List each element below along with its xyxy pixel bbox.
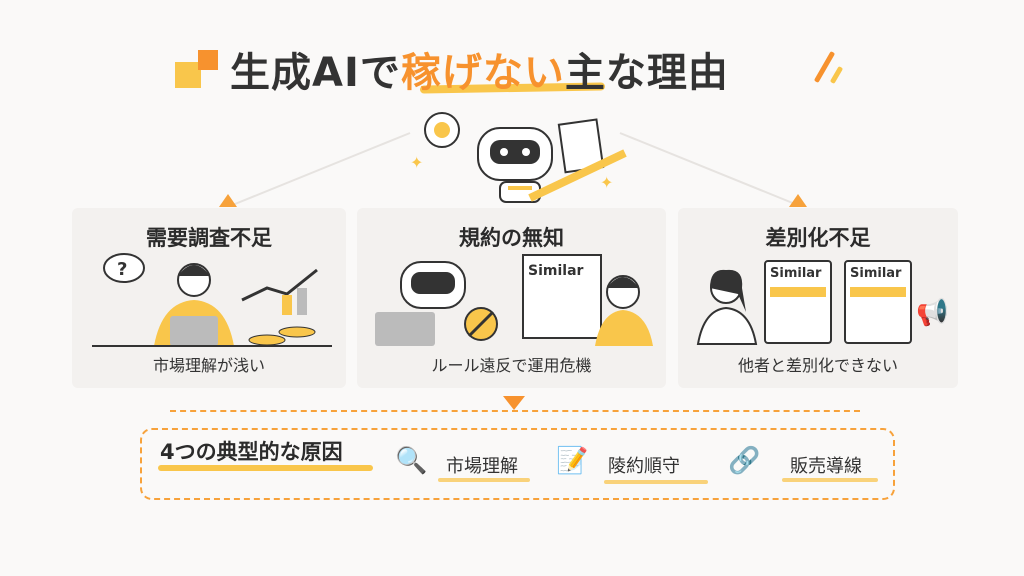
similar-document: Similar — [522, 254, 602, 339]
divider — [170, 410, 860, 412]
card-heading: 差別化不足 — [765, 226, 871, 250]
similar-label: Similar — [770, 266, 822, 281]
card-demand-research: 需要調査不足 ? 市場理解が浅い — [72, 208, 346, 388]
woman-illustration — [696, 269, 758, 345]
similar-card: Similar — [764, 260, 832, 344]
summary-item-label: 陵約順守 — [608, 456, 680, 477]
robot-illustration: ✦✦ — [410, 112, 627, 203]
similar-card: Similar — [844, 260, 912, 344]
magnifier-icon: 🔍 — [395, 446, 428, 476]
summary-box — [140, 428, 895, 500]
item-underline — [438, 478, 530, 482]
card-differentiation: 差別化不足 Similar Similar 📢 他者と差別化できない — [678, 208, 958, 388]
person-thinking-illustration — [595, 275, 653, 346]
card-caption: 市場理解が浅い — [152, 356, 265, 375]
similar-label: Similar — [850, 266, 902, 281]
page-title: 生成AIで稼げない主な理由 — [230, 50, 729, 96]
summary-item-label: 市場理解 — [446, 456, 518, 477]
arrow-up-icon — [789, 194, 807, 207]
deco-square — [198, 50, 218, 70]
megaphone-icon: 📢 — [916, 298, 949, 328]
robot-laptop-illustration — [375, 261, 498, 346]
arrow-down-icon — [503, 396, 525, 410]
svg-text:✦: ✦ — [410, 153, 423, 172]
card-heading: 規約の無知 — [459, 226, 564, 250]
connector-lines — [229, 132, 801, 207]
similar-label: Similar — [528, 263, 584, 279]
item-underline — [782, 478, 878, 482]
card-caption: 他者と差別化できない — [737, 356, 898, 375]
deco-square — [175, 62, 201, 88]
svg-text:?: ? — [117, 259, 127, 280]
summary-item-label: 販売導線 — [790, 456, 862, 477]
card-terms-ignorance: 規約の無知 Similar ルール遠反で運用危機 — [357, 208, 666, 388]
svg-text:✦: ✦ — [600, 173, 613, 192]
card-heading: 需要調査不足 — [146, 226, 272, 250]
card-caption: ルール遠反で運用危機 — [431, 356, 592, 375]
summary-title: 4つの典型的な原因 — [160, 440, 343, 464]
chain-link-icon: 🔗 — [728, 446, 761, 476]
summary-title-underline — [158, 465, 373, 471]
person-laptop-illustration: ? — [92, 253, 332, 347]
deco-slash — [829, 65, 844, 85]
item-underline — [604, 480, 708, 484]
document-pencil-icon: 📝 — [556, 446, 589, 476]
arrow-up-icon — [219, 194, 237, 207]
